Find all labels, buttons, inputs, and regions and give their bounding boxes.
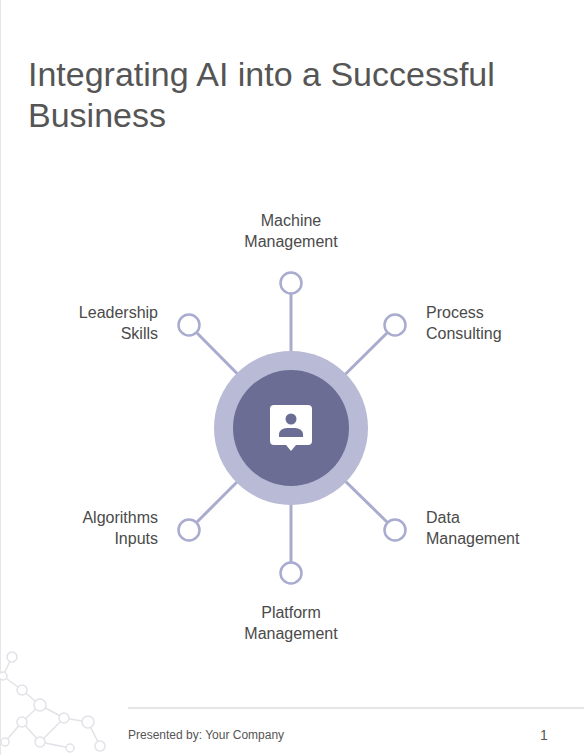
page-title: Integrating AI into a Successful Busines…	[28, 54, 538, 136]
node-circle	[383, 313, 407, 337]
icon-head	[286, 414, 297, 425]
icon-bubble	[270, 405, 312, 451]
node-ring	[179, 520, 200, 541]
spoke-node: Process Consulting	[383, 313, 407, 337]
node-label: Platform Management	[235, 602, 347, 644]
node-label: Leadership Skills	[46, 302, 158, 344]
node-label: Data Management	[426, 507, 538, 549]
node-ring	[281, 563, 302, 584]
node-circle	[279, 561, 303, 585]
node-circle	[177, 518, 201, 542]
spoke-node: Platform Management	[279, 561, 303, 585]
node-ring	[385, 520, 406, 541]
node-ring	[179, 315, 200, 336]
node-circle	[177, 313, 201, 337]
spoke-node: Machine Management	[279, 271, 303, 295]
page-border	[0, 0, 1, 755]
icon-shoulders	[279, 428, 303, 437]
spoke-node: Data Management	[383, 518, 407, 542]
hub-spokes	[197, 294, 387, 562]
node-ring	[385, 315, 406, 336]
node-label: Algorithms Inputs	[46, 507, 158, 549]
footer-text: Presented by: Your Company	[128, 728, 284, 742]
footer-rule	[128, 707, 584, 709]
network-decoration	[0, 652, 105, 752]
node-circle	[383, 518, 407, 542]
node-label: Process Consulting	[426, 302, 538, 344]
person-icon	[270, 405, 312, 451]
node-ring	[281, 273, 302, 294]
node-label: Machine Management	[235, 210, 347, 252]
spoke-node: Leadership Skills	[177, 313, 201, 337]
page-number: 1	[540, 727, 548, 743]
node-circle	[279, 271, 303, 295]
spoke-node: Algorithms Inputs	[177, 518, 201, 542]
hub-inner-circle	[233, 370, 349, 486]
hub-outer-ring	[214, 351, 368, 505]
